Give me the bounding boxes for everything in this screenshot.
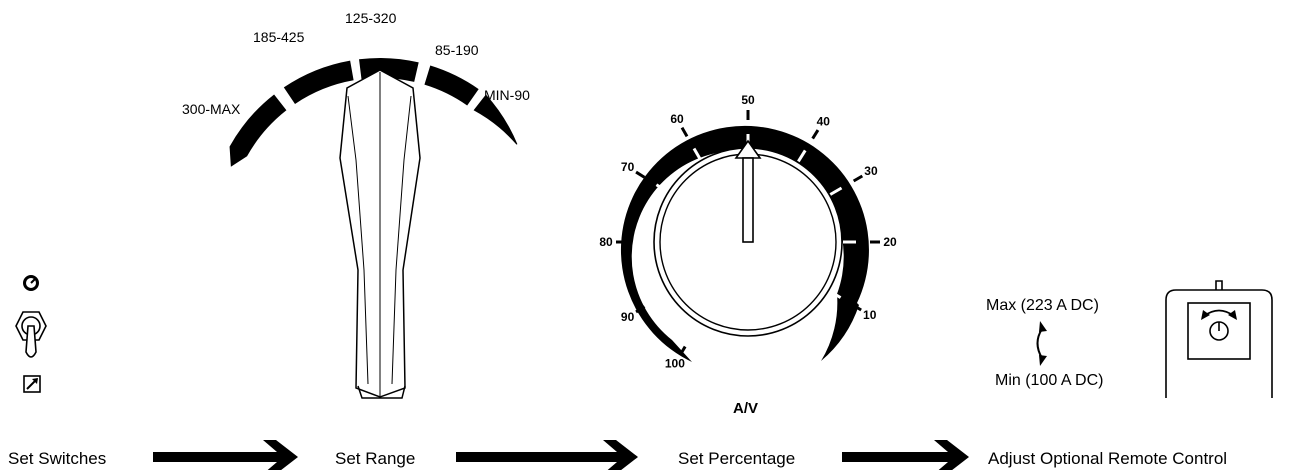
dial-tick: [829, 186, 843, 196]
rotate-arrows-icon: [1036, 321, 1047, 366]
range-handle[interactable]: [339, 69, 421, 399]
step-arrow-icon: [456, 440, 638, 470]
dial-tick: [797, 149, 807, 163]
dial-tick: [691, 322, 701, 336]
range-label-min-90: MIN-90: [484, 87, 530, 103]
percentage-dial[interactable]: 100 90 80 70 60 50 40 30 20 10 A/V: [599, 93, 897, 417]
step-label-adjust-remote: Adjust Optional Remote Control: [988, 449, 1227, 468]
step-label-set-switches: Set Switches: [8, 449, 106, 468]
step-arrow-icon: [153, 440, 298, 470]
range-selector[interactable]: 300-MAX 185-425 125-320 85-190 MIN-90: [182, 10, 530, 399]
step-flow: Set Switches Set Range Set Percentage Ad…: [8, 440, 1227, 470]
range-scale: [229, 58, 518, 167]
remote-pendant-icon[interactable]: [1165, 280, 1273, 398]
dial-tick-label: 30: [864, 164, 878, 178]
remote-max-label: Max (223 A DC): [986, 297, 1099, 314]
dial-tick-outer: [678, 345, 687, 356]
dial-tick: [655, 291, 669, 301]
dial-tick-label: 20: [883, 235, 897, 249]
range-label-125-320: 125-320: [345, 10, 397, 26]
dial-tick-label: 80: [599, 235, 613, 249]
remote-knob-icon[interactable]: [1201, 309, 1237, 341]
dial-tick-outer: [680, 126, 689, 138]
dial-tick-label: 10: [863, 308, 877, 322]
dial-tick-label: 90: [621, 310, 635, 324]
range-label-85-190: 85-190: [435, 42, 479, 58]
dial-tick-label: 50: [741, 93, 755, 107]
remote-control-panel: Max (223 A DC) Min (100 A DC): [986, 280, 1273, 398]
dial-tick-outer: [635, 170, 646, 179]
range-segment: [229, 94, 287, 167]
range-segment: [473, 94, 518, 145]
step-arrow-icon: [842, 440, 969, 470]
range-segment: [283, 60, 354, 104]
dial-tick-label: 60: [670, 112, 684, 126]
dial-tick: [692, 147, 702, 161]
dial-ticks: 100 90 80 70 60 50 40 30 20 10: [599, 93, 897, 371]
dial-tick-outer: [851, 303, 862, 312]
range-label-300-max: 300-MAX: [182, 101, 241, 117]
dial-tick-outer: [811, 129, 820, 140]
remote-min-label: Min (100 A DC): [995, 372, 1103, 389]
range-label-185-425: 185-425: [253, 29, 305, 45]
dial-tick-label: 70: [621, 160, 635, 174]
dial-tick-outer: [635, 305, 646, 314]
knob-symbol-icon: [23, 275, 39, 291]
range-segment: [424, 65, 479, 106]
step-label-set-percentage: Set Percentage: [678, 449, 795, 468]
dial-tick-label: 100: [665, 357, 685, 371]
dial-unit-label: A/V: [733, 400, 758, 417]
dial-tick-label: 40: [817, 115, 831, 129]
dial-tick: [828, 289, 842, 299]
step-label-set-range: Set Range: [335, 449, 415, 468]
remote-plug-icon: [23, 375, 41, 393]
dial-tick: [655, 183, 669, 193]
switch-panel: [15, 275, 47, 393]
dial-pointer: [734, 139, 762, 243]
dial-tick-outer: [852, 174, 864, 183]
toggle-switch-icon[interactable]: [15, 311, 47, 358]
